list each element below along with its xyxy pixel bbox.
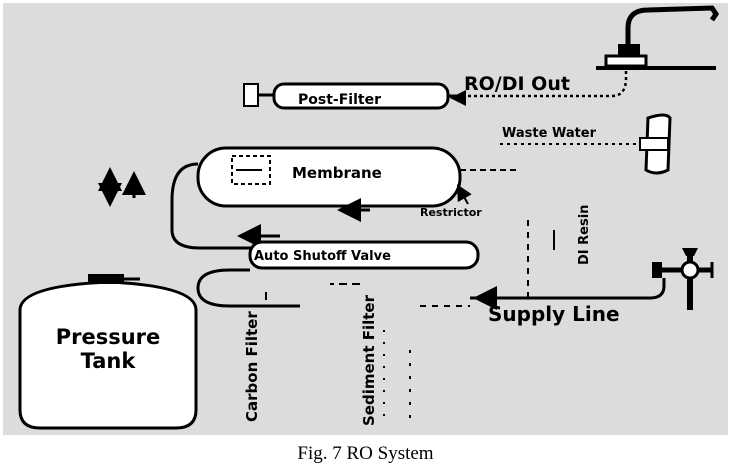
membrane-cap-icon	[231, 155, 271, 185]
membrane-housing	[196, 146, 462, 208]
faucet-icon	[596, 5, 720, 70]
post-filter-to-faucet-line	[462, 70, 628, 98]
flow-arrows-icon	[98, 167, 146, 207]
carbon-filter-label: Carbon Filter	[243, 311, 261, 422]
restrictor-pointer	[457, 184, 472, 205]
auto-shutoff-valve-label: Auto Shutoff Valve	[254, 249, 391, 264]
di-resin-label: DI Resin	[577, 205, 592, 265]
pressure-tank-label-line1: Pressure	[56, 325, 161, 349]
supply-valve-icon	[652, 248, 714, 310]
supply-line-label: Supply Line	[488, 302, 620, 326]
waste-water-label: Waste Water	[502, 126, 597, 141]
pressure-tank	[18, 274, 198, 430]
ro-di-out-label: RO/DI Out	[464, 73, 570, 95]
pressure-tank-label-line2: Tank	[81, 349, 137, 373]
drain-saddle-icon	[639, 113, 672, 175]
restrictor-label: Restrictor	[420, 206, 482, 219]
post-filter-label: Post-Filter	[298, 92, 381, 108]
membrane-label: Membrane	[292, 164, 382, 182]
post-filter-cartridge	[243, 82, 462, 110]
sediment-filter-label: Sediment Filter	[360, 294, 378, 426]
auto-shutoff-valve	[248, 240, 480, 270]
figure-caption: Fig. 7 RO System	[297, 443, 434, 464]
supply-line	[470, 278, 666, 300]
